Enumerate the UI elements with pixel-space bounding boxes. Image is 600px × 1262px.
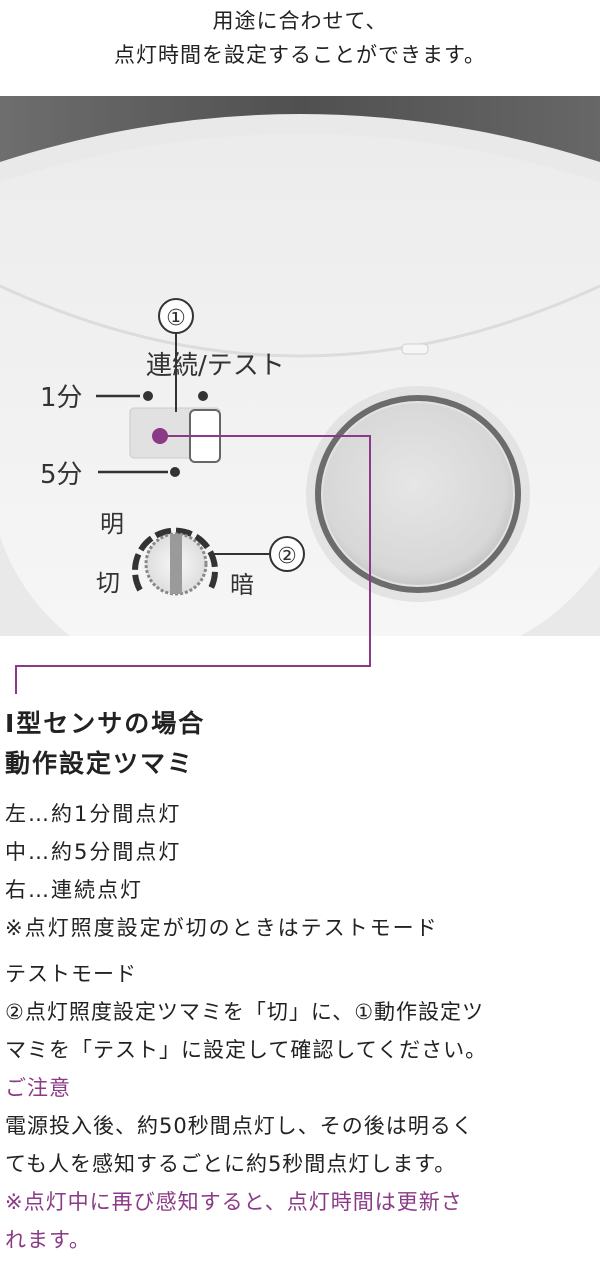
lens-cover xyxy=(323,403,513,585)
caution-text-3: ※点灯中に再び感知すると、点灯時間は更新さ xyxy=(5,1190,463,1214)
dot-5min xyxy=(170,467,180,477)
caption-line-2: 点灯時間を設定することができます。 xyxy=(114,43,486,67)
test-mode-title: テストモード xyxy=(5,962,137,986)
dot-continuous xyxy=(198,391,208,401)
label-continuous-test: 連続/テスト xyxy=(146,351,285,381)
label-off: 切 xyxy=(96,569,120,597)
housing-seam xyxy=(0,284,600,358)
indicator-leader-continuation xyxy=(15,636,371,694)
test-mode-section: テストモード ②点灯照度設定ツマミを「切」に、①動作設定ツ マミを「テスト」に設… xyxy=(5,955,595,1259)
settings-list: 左…約1分間点灯 中…約5分間点灯 右…連続点灯 ※点灯照度設定が切のときはテス… xyxy=(5,795,595,947)
caption: 用途に合わせて、 点灯時間を設定することができます。 xyxy=(0,4,600,72)
label-bright: 明 xyxy=(100,510,124,538)
caution-text-4: れます。 xyxy=(5,1228,91,1252)
heading-line-2: 動作設定ツマミ xyxy=(5,749,195,778)
test-mode-text-1: ②点灯照度設定ツマミを「切」に、①動作設定ツ xyxy=(5,1000,485,1024)
label-dark: 暗 xyxy=(230,571,254,599)
label-5min: 5分 xyxy=(40,460,83,490)
knob-grip xyxy=(170,534,182,594)
sensor-illustration: ① 連続/テスト 1分 5分 明 切 暗 ② xyxy=(0,96,600,636)
caution-text-1: 電源投入後、約50秒間点灯し、その後は明るく xyxy=(5,1114,474,1138)
marker-2-label: ② xyxy=(277,544,297,569)
caution-text-2: ても人を感知するごとに約5秒間点灯します。 xyxy=(5,1152,457,1176)
dot-1min xyxy=(143,391,153,401)
lens-ring xyxy=(315,395,521,593)
setting-note: ※点灯照度設定が切のときはテストモード xyxy=(5,916,439,940)
indicator-leader-line xyxy=(160,435,371,636)
knob-scale-arc xyxy=(132,527,218,592)
setting-right: 右…連続点灯 xyxy=(5,878,143,902)
caution-title: ご注意 xyxy=(5,1076,71,1100)
marker-1-label: ① xyxy=(166,306,186,331)
setting-left: 左…約1分間点灯 xyxy=(5,802,182,826)
setting-center: 中…約5分間点灯 xyxy=(5,840,182,864)
section-heading: I型センサの場合 動作設定ツマミ xyxy=(5,704,595,784)
caption-line-1: 用途に合わせて、 xyxy=(212,9,388,33)
indicator-leader-bottom xyxy=(15,636,371,694)
marker-2-circle xyxy=(269,536,305,572)
sensor-photo: ① 連続/テスト 1分 5分 明 切 暗 ② xyxy=(0,96,600,636)
label-1min: 1分 xyxy=(40,383,83,413)
test-mode-text-2: マミを「テスト」に設定して確認してください。 xyxy=(5,1038,488,1062)
heading-line-1: I型センサの場合 xyxy=(5,709,206,738)
lens-tab xyxy=(401,343,429,355)
